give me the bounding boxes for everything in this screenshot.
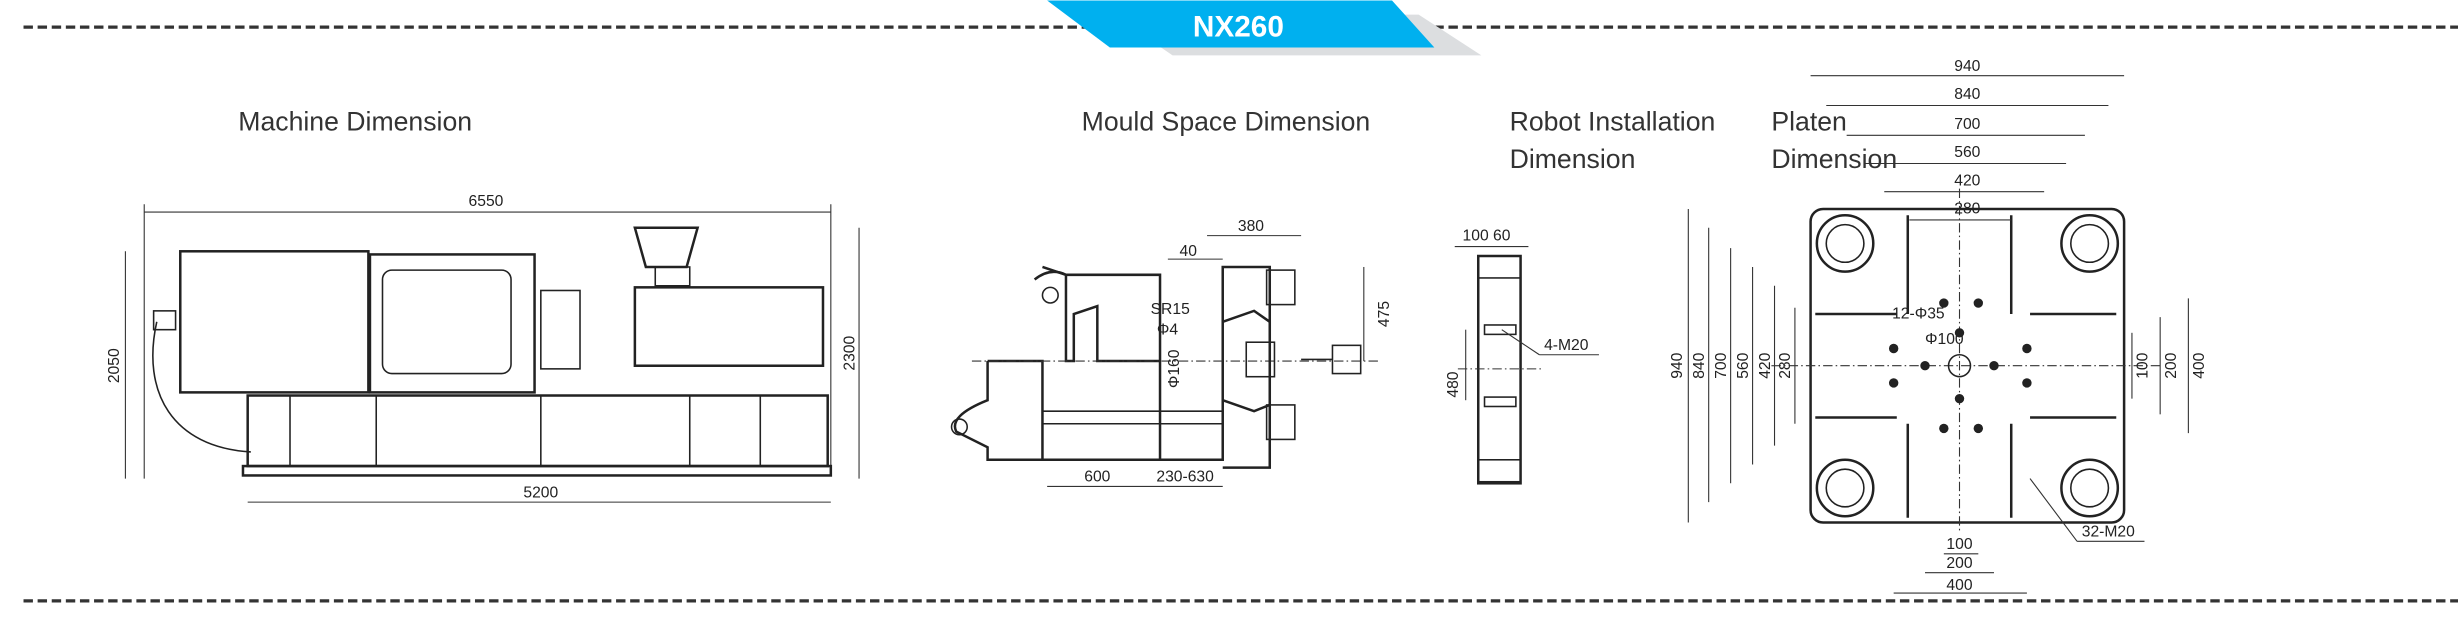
dim-40: 40: [1180, 243, 1198, 260]
top-dim-940: 940: [1954, 58, 1980, 75]
robot-drawing: 100 60 480 4-M20: [1445, 227, 1599, 485]
bottom-dim-400: 400: [1946, 577, 1972, 594]
dim-600: 600: [1084, 469, 1110, 486]
label-sr15: SR15: [1151, 301, 1190, 318]
robot-title-line1: Robot Installation: [1510, 107, 1716, 137]
left-dim-840: 840: [1691, 352, 1708, 378]
left-dim-280: 280: [1777, 352, 1794, 378]
dim-100-60: 100 60: [1463, 227, 1511, 244]
platen-drawing: 940 840 700 560 420 280 940 840 700 560 …: [1669, 58, 2208, 594]
label-holes: 12-Φ35: [1892, 306, 1945, 323]
mould-space-title: Mould Space Dimension: [1082, 107, 1371, 137]
bottom-dim-200: 200: [1946, 555, 1972, 572]
platen-bottom-dims: 100 200 400: [1893, 536, 2027, 594]
mould-drawing: 380 40 SR15 Φ4 Φ160 475 600 230-630: [950, 218, 1393, 487]
label-center-bore: Φ100: [1925, 331, 1964, 348]
banner-band: [1047, 0, 1435, 48]
label-phi160: Φ160: [1166, 349, 1183, 388]
dim-overall-length: 6550: [469, 193, 504, 210]
label-32-m20: 32-M20: [2082, 524, 2135, 541]
dim-480: 480: [1445, 371, 1462, 397]
right-dim-100: 100: [2135, 352, 2152, 378]
label-phi4: Φ4: [1157, 321, 1178, 338]
platen-left-dims: 940 840 700 560 420 280: [1669, 208, 1796, 523]
dim-base-length: 5200: [523, 484, 558, 501]
top-dim-560: 560: [1954, 144, 1980, 161]
model-banner: NX260: [1047, 0, 1482, 56]
dim-230-630: 230-630: [1156, 469, 1214, 486]
dim-overall-height: 2300: [841, 335, 858, 370]
left-dim-700: 700: [1713, 352, 1730, 378]
platen-right-dims: 100 200 400: [2131, 298, 2208, 434]
top-dim-840: 840: [1954, 86, 1980, 103]
right-dim-400: 400: [2191, 352, 2208, 378]
left-dim-420: 420: [1757, 352, 1774, 378]
dim-height: 2050: [106, 348, 123, 383]
left-dim-940: 940: [1669, 352, 1686, 378]
platen-top-dims: 940 840 700 560 420 280: [1810, 58, 2125, 221]
top-dim-420: 420: [1954, 172, 1980, 189]
platen-title-line1: Platen: [1771, 107, 1847, 137]
machine-drawing: 6550 5200 2050 2300: [106, 193, 860, 503]
robot-title-line2: Dimension: [1510, 144, 1636, 174]
dim-380: 380: [1238, 218, 1264, 235]
top-dim-280: 280: [1954, 201, 1980, 218]
platen-title-line2: Dimension: [1771, 144, 1897, 174]
bottom-dim-100: 100: [1946, 536, 1972, 553]
right-dim-200: 200: [2163, 352, 2180, 378]
left-dim-560: 560: [1735, 352, 1752, 378]
label-4-m20: 4-M20: [1544, 337, 1589, 354]
dim-475: 475: [1376, 301, 1393, 327]
machine-dimension-title: Machine Dimension: [238, 107, 472, 137]
model-name: NX260: [1193, 11, 1284, 44]
top-dim-700: 700: [1954, 116, 1980, 133]
